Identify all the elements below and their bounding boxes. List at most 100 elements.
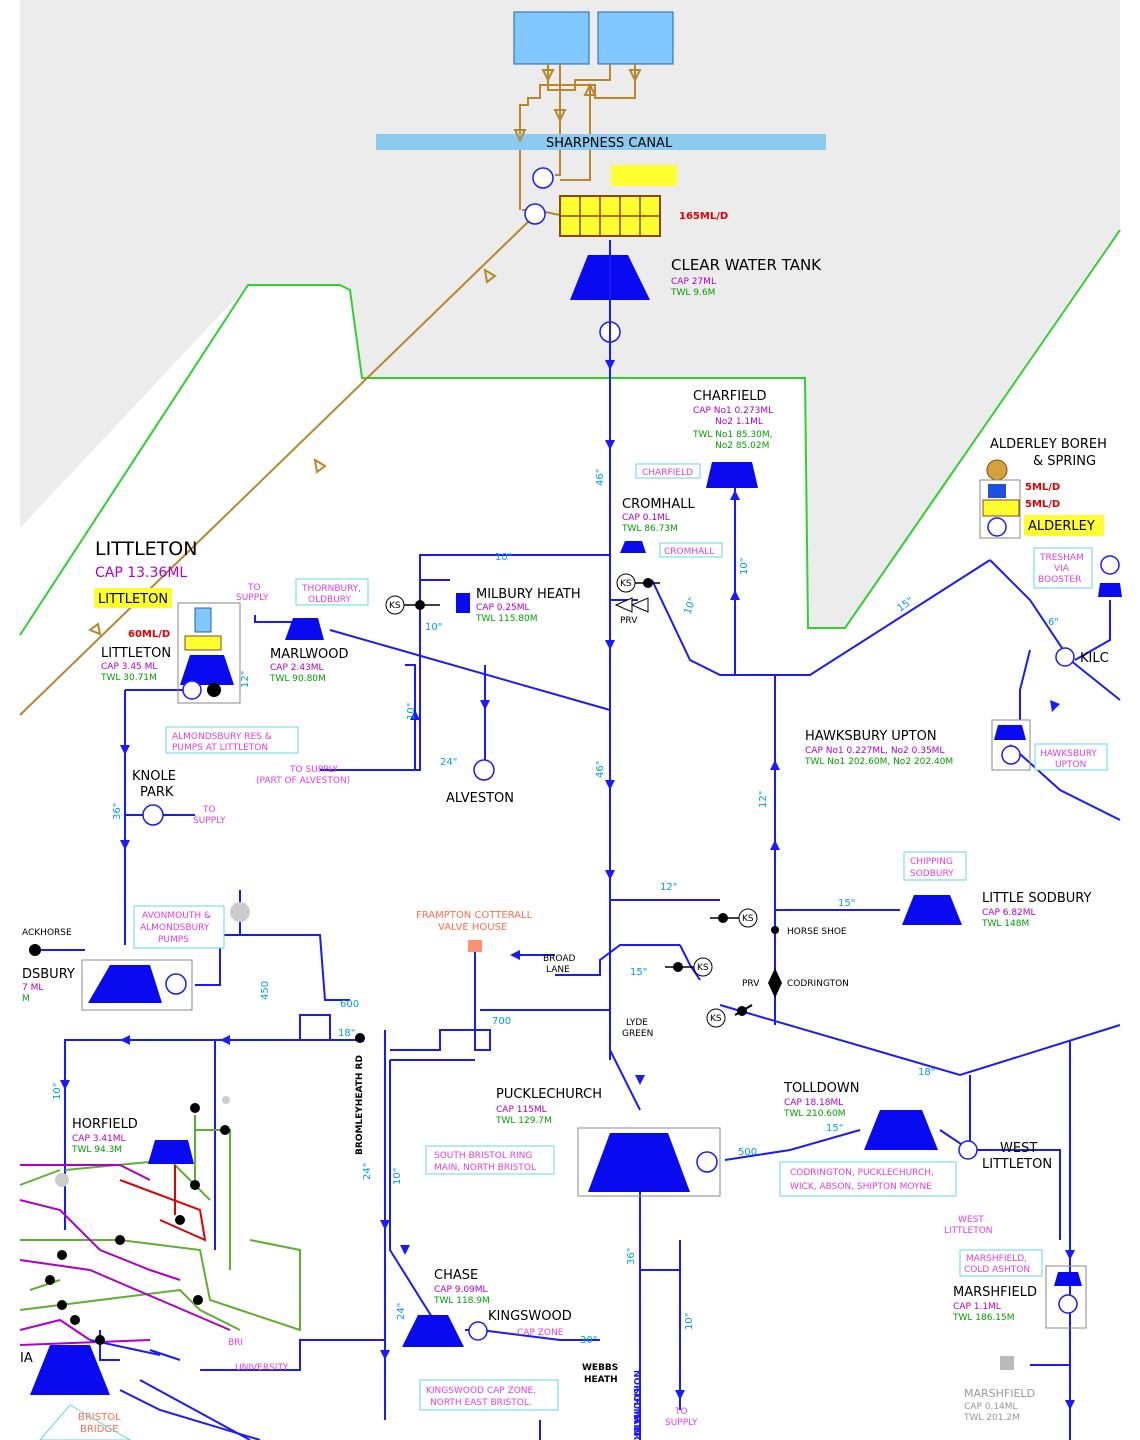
hawksbury-pump-icon [1001, 745, 1021, 765]
pipe-size-10-alveston: 10" [406, 703, 417, 720]
clear-water-tank-name: CLEAR WATER TANK [671, 256, 822, 274]
bristol-bridge-box [39, 1404, 131, 1440]
pucklechurch-twl: TWL 129.7M [495, 1116, 552, 1126]
horfield-name: HORFIELD [72, 1117, 138, 1132]
raw-water-arrows [87, 69, 642, 636]
dsbury-name: DSBURY [22, 967, 75, 982]
alderley-badge [1024, 515, 1104, 536]
prv-icon-cromhall [614, 597, 649, 613]
pipe-size-450: 450 [260, 981, 271, 1000]
alderley-flow2: 5ML/D [1025, 499, 1060, 510]
horfield-cap: CAP 3.41ML [72, 1134, 126, 1144]
thornbury-box [295, 578, 369, 606]
horfield-tank-icon [148, 1140, 194, 1164]
kingswood-name: KINGSWOOD [488, 1309, 572, 1324]
south-supply-l1: TO [674, 1407, 688, 1417]
north-main-label: NORTH MAIN [631, 1370, 641, 1435]
cromhall-twl: TWL 86.73M [621, 524, 678, 534]
alderley-badge-label: ALDERLEY [1028, 519, 1095, 534]
alderley-borehole-icon [986, 459, 1008, 481]
dsbury-tank-icon [88, 965, 162, 1003]
pipe-size-30: 30" [580, 1335, 597, 1346]
chase-name: CHASE [434, 1268, 478, 1283]
bristol-local-network [19, 1096, 301, 1361]
backhorse-label: ACKHORSE [22, 928, 72, 938]
ks-label-lyde: KS [710, 1014, 722, 1024]
thornbury-l2: OLDBURY [308, 595, 351, 605]
ks-label-cromhall: KS [620, 579, 632, 589]
tresham-l1: TRESHAM [1039, 553, 1084, 563]
clear-water-tank-twl: TWL 9.6M [670, 288, 715, 298]
pipe-size-6-alderley: 6" [1048, 617, 1059, 628]
charfield-cap1: CAP No1 0.273ML [693, 406, 773, 416]
chipping-box [903, 851, 967, 881]
marshfield-old-tank-icon [1000, 1356, 1014, 1370]
milbury-heath-twl: TWL 115.80M [475, 614, 538, 624]
horse-shoe-label: HORSE SHOE [787, 927, 847, 937]
pipe-size-36-south: 36" [626, 1248, 637, 1265]
pipe-size-10-cromhall: 10" [682, 596, 698, 616]
frampton-l1: FRAMPTON COTTERALL [416, 910, 533, 921]
codrington-note-box [779, 1161, 957, 1197]
avonmouth-l3: PUMPS [158, 935, 189, 945]
pipe-size-18-bromley: 18" [338, 1028, 355, 1039]
tolldown-tank-icon [864, 1110, 938, 1150]
dsbury-box [81, 959, 193, 1011]
pipe-size-10-south: 10" [684, 1313, 695, 1330]
highlight-badge-blank [611, 165, 677, 186]
ks-valve-lyde [706, 1008, 726, 1028]
littleton-badge-label: LITTLETON [98, 592, 168, 607]
alveston-supply-l1: TO SUPPLY [289, 765, 338, 775]
cromhall-cap: CAP 0.1ML [622, 513, 670, 523]
littleton-flow: 60ML/D [128, 629, 170, 640]
hawksbury-tag-box [1034, 743, 1108, 771]
works-area-region [20, 0, 1120, 628]
chipping-l2: SODBURY [910, 869, 954, 879]
hawksbury-tank-icon [994, 725, 1026, 740]
knole-park-l2: PARK [140, 785, 174, 800]
raw-water-tank-2 [597, 11, 674, 65]
flow-arrows [60, 360, 1075, 1410]
alveston-pump-icon [473, 759, 495, 781]
pipe-size-46-lower: 46" [595, 761, 606, 778]
south-bristol-main-label: SOUTH BRISTOL [631, 1388, 641, 1440]
bristol-tank-icon [30, 1345, 110, 1395]
hawksbury-cap: CAP No1 0.227ML, No2 0.35ML [805, 746, 944, 756]
cromhall-tag-box [659, 542, 723, 558]
main-trunk-pipes [30, 240, 1121, 1440]
pipe-size-24-alveston: 24" [440, 757, 457, 768]
pucklechurch-cap: CAP 115ML [496, 1105, 547, 1115]
prv-label-cromhall: PRV [620, 616, 638, 626]
pipe-size-18-tolldown: 18" [918, 1067, 935, 1078]
dsbury-cap: 7 ML [22, 983, 43, 993]
marshfield-pump-icon [1058, 1294, 1078, 1314]
valve-broad [673, 962, 683, 972]
charfield-tag-box [635, 463, 701, 479]
little-sodbury-twl: TWL 148M [981, 919, 1029, 929]
littleton-works-box [177, 602, 241, 704]
ks-label-milbury: KS [389, 601, 401, 611]
university-label: UNIVERSITY [235, 1363, 289, 1373]
to-supply-thornbury-l1: TO [247, 583, 261, 593]
pucklechurch-name: PUCKLECHURCH [496, 1087, 602, 1102]
frampton-valve-house-icon [468, 940, 482, 952]
tresham-pump-icon [1100, 555, 1120, 575]
raw-water-tank-1 [513, 11, 590, 65]
pucklechurch-tank-icon [588, 1133, 690, 1192]
milbury-heath-name: MILBURY HEATH [476, 587, 581, 602]
marshfield-box [1045, 1265, 1087, 1329]
dsbury-pump-icon [165, 973, 187, 995]
tresham-l3: BOOSTER [1038, 575, 1081, 585]
pipe-size-24-chase: 24" [396, 1303, 407, 1320]
cromhall-tank-icon [620, 541, 646, 553]
clear-water-tank-cap: CAP 27ML [671, 277, 716, 287]
codrington-label: CODRINGTON [787, 979, 849, 989]
bristol-bridge-l2: BRIDGE [80, 1424, 119, 1435]
tolldown-twl: TWL 210.60M [783, 1109, 846, 1119]
cromhall-tag: CROMHALL [664, 547, 714, 557]
pipe-size-10-milbury-b: 10" [425, 622, 442, 633]
pipe-size-600: 600 [340, 999, 359, 1010]
tolldown-name: TOLLDOWN [783, 1081, 859, 1096]
charfield-twl2: No2 85.02M [715, 441, 769, 451]
